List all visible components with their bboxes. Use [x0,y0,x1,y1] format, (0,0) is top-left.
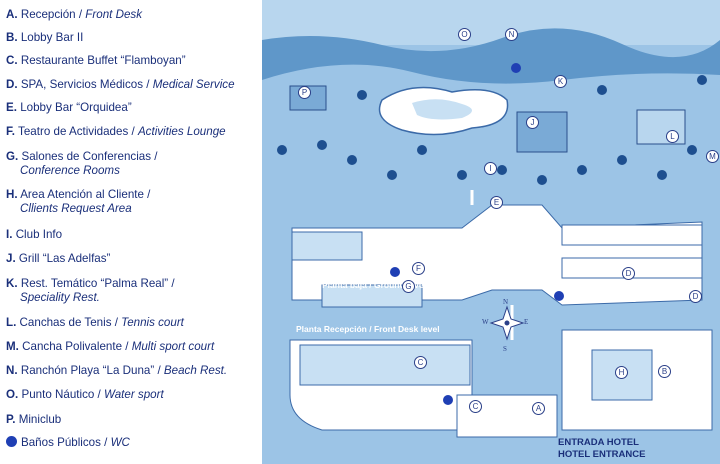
legend-item: K. Rest. Temático “Palma Real” /Speciali… [6,277,175,305]
legend-label-en: Medical Service [152,78,235,91]
legend-label-es: Miniclub [18,413,62,426]
map-marker: N [505,28,518,41]
map-marker: F [412,262,425,275]
legend-label-en: Tennis court [121,316,184,329]
ground-level-label: Planta baja / Ground level [322,280,426,290]
legend-label-es: Salones de Conferencias / [21,150,158,163]
map-marker: D [689,290,702,303]
legend-label-es: Lobby Bar II [20,31,84,44]
legend-letter: G. [6,150,19,163]
legend-item: I. Club Info [6,228,62,242]
legend-label-en: Speciality Rest. [20,291,100,304]
legend-letter: C. [6,54,18,67]
map-marker: A [532,402,545,415]
map-marker: P [298,86,311,99]
legend-letter: J. [6,252,16,265]
legend-separator: / [128,125,138,138]
map-marker: K [554,75,567,88]
legend-separator: / [75,8,86,21]
legend-label-en: Conference Rooms [20,164,120,177]
legend-label-es: SPA, Servicios Médicos [20,78,144,91]
legend-letter: N. [6,364,18,377]
legend-label-es: Restaurante Buffet “Flamboyan” [20,54,186,67]
legend-label-es: Cancha Polivalente [22,340,123,353]
map-drawing [262,0,720,438]
legend-label-es: Club Info [15,228,63,241]
compass-label: W [482,318,489,326]
legend-item: Baños Públicos / WC [6,436,130,450]
map-marker: H [615,366,628,379]
map-marker: E [490,196,503,209]
legend-item: B. Lobby Bar II [6,31,83,45]
map-marker: D [622,267,635,280]
wc-dot-icon [6,436,17,447]
legend-item: C. Restaurante Buffet “Flamboyan” [6,54,186,68]
legend-letter: I. [6,228,13,241]
map-marker: L [666,130,679,143]
legend-label-en: Water sport [104,388,164,401]
legend-item: L. Canchas de Tenis / Tennis court [6,316,184,330]
legend-label-es: Area Atención al Cliente / [20,188,151,201]
legend-label-en: Multi sport court [131,340,215,353]
legend-label-en: Front Desk [85,8,142,21]
legend-separator: / [154,364,164,377]
legend-label-es: Teatro de Actividades [18,125,129,138]
compass-label: S [503,345,507,353]
legend-item: O. Punto Náutico / Water sport [6,388,164,402]
legend-item: F. Teatro de Actividades / Activities Lo… [6,125,226,139]
legend-letter: D. [6,78,18,91]
legend-item: E. Lobby Bar “Orquidea” [6,101,132,115]
legend-label-es: Punto Náutico [21,388,95,401]
legend-letter: B. [6,31,18,44]
map-marker: I [484,162,497,175]
legend-label-es: Rest. Temático “Palma Real” / [20,277,175,290]
hotel-entrance-en: HOTEL ENTRANCE [558,449,646,460]
legend-label-es: Lobby Bar “Orquidea” [20,101,132,114]
map-marker: J [526,116,539,129]
legend-item: M. Cancha Polivalente / Multi sport cour… [6,340,214,354]
legend-label-es: Canchas de Tenis [19,316,112,329]
legend-label-en: Cllients Request Area [20,202,132,215]
legend-letter: L. [6,316,17,329]
legend-item: N. Ranchón Playa “La Duna” / Beach Rest. [6,364,227,378]
legend-item: D. SPA, Servicios Médicos / Medical Serv… [6,78,235,92]
legend-label-es: Ranchón Playa “La Duna” [20,364,155,377]
map-marker: B [658,365,671,378]
legend-separator: / [143,78,153,91]
map-marker: M [706,150,719,163]
legend-separator: / [111,316,122,329]
map-marker: C [469,400,482,413]
legend-letter: K. [6,277,18,290]
legend-letter: F. [6,125,16,138]
legend-label-es: Recepción [20,8,76,21]
map-marker: O [458,28,471,41]
map-marker: G [402,280,415,293]
legend-item: P. Miniclub [6,413,61,427]
legend-letter: M. [6,340,19,353]
legend-label-es: Baños Públicos [21,436,101,449]
front-desk-level-label: Planta Recepción / Front Desk level [296,324,440,334]
legend-separator: / [94,388,104,401]
legend-separator: / [100,436,111,449]
resort-map: Planta baja / Ground level Planta Recepc… [262,0,720,464]
legend-item: G. Salones de Conferencias /Conference R… [6,150,157,178]
legend-item: A. Recepción / Front Desk [6,8,142,22]
map-marker: C [414,356,427,369]
legend-letter: A. [6,8,18,21]
legend-label-en: WC [110,436,130,449]
legend-letter: H. [6,188,18,201]
legend-label-en: Beach Rest. [163,364,228,377]
legend-label-en: Activities Lounge [137,125,226,138]
hotel-entrance-es: ENTRADA HOTEL [558,437,639,448]
legend-item: H. Area Atención al Cliente /Cllients Re… [6,188,150,216]
legend-item: J. Grill “Las Adelfas” [6,252,110,266]
legend-letter: E. [6,101,17,114]
legend-label-es: Grill “Las Adelfas” [18,252,111,265]
legend-letter: O. [6,388,19,401]
compass-label: E [524,318,529,326]
legend-separator: / [122,340,132,353]
legend-letter: P. [6,413,16,426]
compass-label: N [503,298,509,306]
